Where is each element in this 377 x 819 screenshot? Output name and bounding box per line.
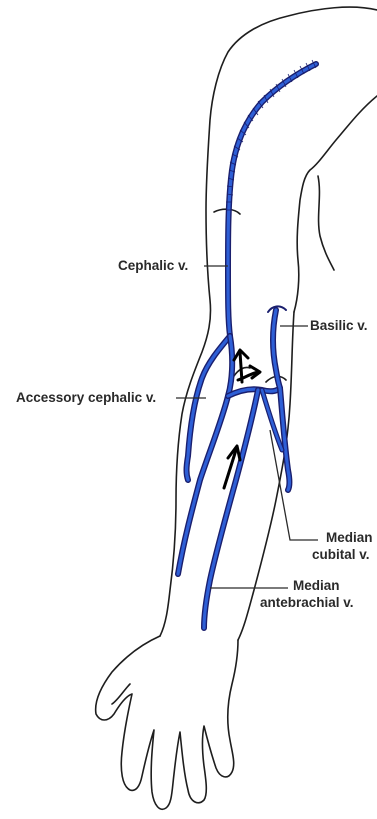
veins [178, 64, 316, 628]
basilic-vein-label: Basilic v. [310, 318, 368, 334]
median-antebrachial-label-line1: Median [293, 578, 340, 594]
arm-outline [96, 7, 377, 809]
accessory-cephalic-vein-label: Accessory cephalic v. [16, 390, 156, 406]
cephalic-vein-outline [228, 64, 316, 336]
median-cubital-label-line2: cubital v. [312, 547, 377, 563]
cephalic-vein-label: Cephalic v. [118, 258, 188, 274]
cephalic-vein [228, 64, 316, 336]
median-antebrachial-label-line2: antebrachial v. [260, 595, 354, 611]
median-cubital-label-line1: Median [326, 530, 373, 546]
